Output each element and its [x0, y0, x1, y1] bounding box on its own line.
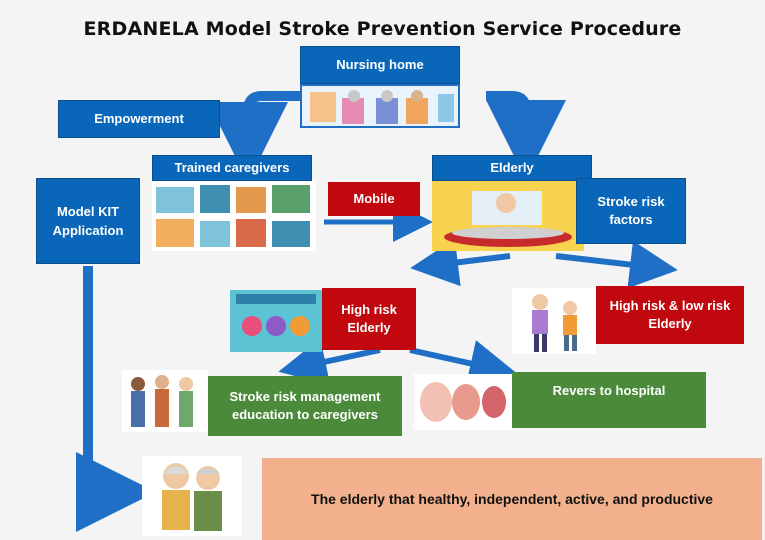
arrow-high-risk-to-hospital: [409, 340, 518, 387]
elderly-box: Elderly: [432, 155, 592, 181]
high-low-risk-elderly-box: High risk & low risk Elderly: [596, 286, 744, 344]
education-illustration: [122, 370, 208, 432]
elderly-illustration: [432, 181, 584, 251]
happy-elderly-couple-icon: [162, 463, 222, 531]
high-low-risk-illustration: [512, 288, 596, 354]
stroke-poster-icon: [236, 294, 316, 336]
arrow-elderly-to-high-risk: [410, 238, 511, 287]
nursing-home-box: Nursing home: [300, 46, 460, 84]
stroke-risk-management-box: Stroke risk management education to care…: [208, 376, 402, 436]
hospital-illustration: [414, 374, 512, 430]
arrow-nursing-to-elderly: [486, 91, 566, 180]
arrow-kit-to-outcome: [76, 266, 156, 532]
caregiver-group-icon: [131, 375, 193, 427]
diagram-title: ERDANELA Model Stroke Prevention Service…: [83, 18, 682, 40]
arrow-elderly-to-high-low-risk: [555, 240, 678, 289]
arrow-high-risk-to-education: [278, 338, 381, 386]
arrow-nursing-to-caregivers: [208, 91, 300, 182]
elderly-patient-icon: [444, 191, 572, 247]
stroke-risk-factors-box: Stroke risk factors: [576, 178, 686, 244]
nursing-home-icon: [310, 90, 454, 124]
mobile-box: Mobile: [328, 182, 420, 216]
empowerment-box: Empowerment: [58, 100, 220, 138]
elderly-exercise-icon: [532, 294, 577, 352]
brain-scan-icon: [420, 382, 506, 422]
trained-caregivers-box: Trained caregivers: [152, 155, 312, 181]
caregivers-illustration: [152, 181, 316, 251]
revers-to-hospital-box: Revers to hospital: [512, 372, 706, 428]
outcome-illustration: [142, 456, 242, 536]
caregivers-icon: [156, 185, 310, 247]
high-risk-elderly-box: High risk Elderly: [322, 288, 416, 350]
high-risk-illustration: [230, 290, 322, 352]
outcome-box: The elderly that healthy, independent, a…: [262, 458, 762, 540]
nursing-home-illustration: [300, 84, 460, 128]
model-kit-application-box: Model KIT Application: [36, 178, 140, 264]
